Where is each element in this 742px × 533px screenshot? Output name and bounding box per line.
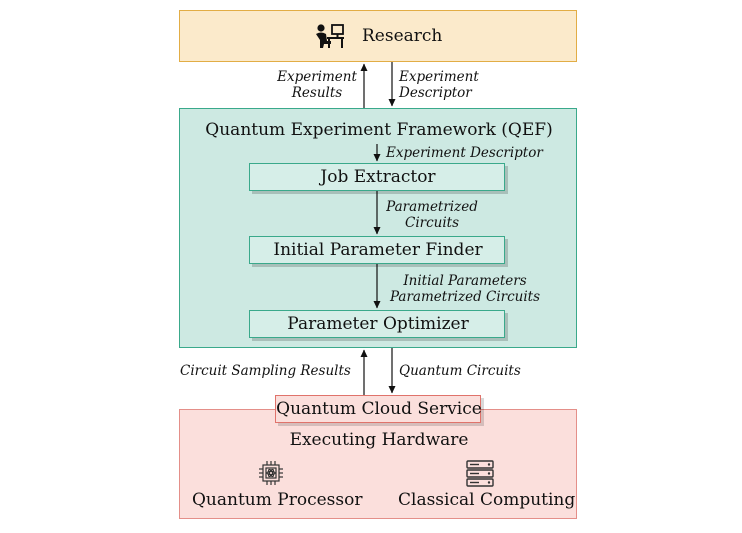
chip-icon xyxy=(259,461,283,485)
executing-hardware-label: Executing Hardware xyxy=(289,430,469,450)
server-rack-icon xyxy=(466,460,494,487)
classical-computing-label: Classical Computing xyxy=(398,490,576,510)
job-extractor-box: Job Extractor xyxy=(249,163,505,191)
initial-parameter-finder-label: Initial Parameter Finder xyxy=(273,240,483,260)
label-circuit-sampling-results: Circuit Sampling Results xyxy=(180,363,351,379)
parameter-optimizer-label: Parameter Optimizer xyxy=(287,314,469,334)
label-entry-descriptor: Experiment Descriptor xyxy=(386,145,543,161)
parameter-optimizer-box: Parameter Optimizer xyxy=(249,310,505,338)
research-label: Research xyxy=(362,26,443,46)
research-box: Research xyxy=(179,10,577,62)
executing-hardware-box: Executing Hardware Quantum Processor Cla… xyxy=(179,409,577,519)
quantum-cloud-service-label: Quantum Cloud Service xyxy=(276,399,482,419)
qef-title: Quantum Experiment Framework (QEF) xyxy=(205,120,553,140)
job-extractor-label: Job Extractor xyxy=(320,167,436,187)
quantum-cloud-service-box: Quantum Cloud Service xyxy=(275,395,482,423)
label-quantum-circuits: Quantum Circuits xyxy=(399,363,521,379)
quantum-processor-label: Quantum Processor xyxy=(192,490,363,510)
initial-parameter-finder-box: Initial Parameter Finder xyxy=(249,236,505,264)
person-at-computer-icon xyxy=(316,24,344,48)
